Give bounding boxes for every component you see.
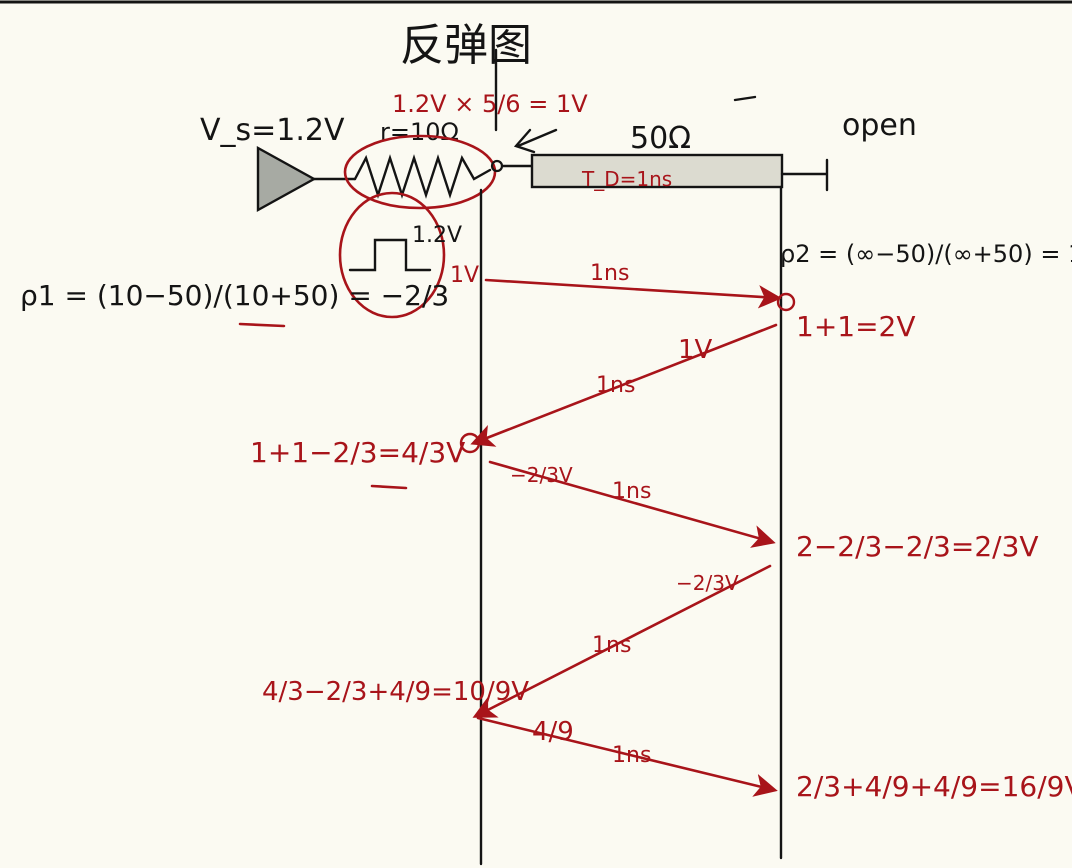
source-coeff-underline	[238, 322, 286, 328]
source-voltage-1: 1+1−2/3=4/3V	[250, 436, 465, 469]
pulse-label: 1.2V	[412, 223, 462, 248]
load-voltage-1: 1+1=2V	[796, 310, 916, 343]
source-voltage-1-underline	[370, 484, 408, 490]
source-voltage-2: 4/3−2/3+4/9=10/9V	[262, 677, 529, 707]
pulse-circle-mark	[338, 191, 446, 319]
bounce-arrow-5	[476, 716, 778, 797]
bounce-arrow-1	[484, 278, 782, 309]
transmission-line	[530, 153, 784, 189]
bounce-3-time: 1ns	[612, 479, 651, 504]
pointer-arrow-shaft	[516, 128, 558, 148]
source-reflection-coeff: ρ1 = (10−50)/(10+50) = −2/3	[20, 279, 449, 312]
bounce-arrow-4	[472, 564, 772, 718]
resistor-zigzag-icon	[353, 154, 492, 199]
pulse-shape-icon	[348, 238, 432, 272]
bounce-5-wave: 4/9	[532, 717, 574, 747]
bounce-1-time: 1ns	[590, 261, 629, 286]
line-impedance-label: 50Ω	[630, 121, 691, 156]
load-reflection-coeff: ρ2 = (∞−50)/(∞+50) = 1	[780, 240, 1072, 268]
load-voltage-3: 2/3+4/9+4/9=16/9V	[796, 770, 1072, 803]
bounce-2-wave: 1V	[678, 335, 713, 365]
bounce-5-time: 1ns	[612, 743, 651, 768]
bounce-2-time: 1ns	[596, 373, 635, 398]
resistor-circle-mark	[343, 134, 497, 210]
bounce-3-wave: −2/3V	[510, 463, 573, 487]
line-delay-label: T_D=1ns	[581, 167, 672, 191]
bounce-arrow-3	[488, 460, 776, 548]
resistor-label: r=10Ω	[380, 118, 459, 146]
bounce-4-time: 1ns	[592, 633, 631, 658]
page-title: 反弹图	[400, 20, 532, 71]
bounce-1-wave: 1V	[450, 263, 479, 288]
source-reflection-point	[459, 432, 481, 454]
open-end-label: open	[842, 108, 917, 143]
source-label: V_s=1.2V	[200, 113, 345, 148]
load-reflection-point	[776, 292, 796, 312]
divider-note: 1.2V × 5/6 = 1V	[392, 90, 588, 118]
impedance-tick	[733, 95, 757, 102]
pointer-arrow-head	[513, 128, 536, 154]
load-voltage-2: 2−2/3−2/3=2/3V	[796, 530, 1039, 563]
driver-buffer-icon	[256, 145, 317, 213]
bounce-arrow-2	[470, 323, 778, 447]
bounce-4-wave: −2/3V	[676, 571, 739, 595]
